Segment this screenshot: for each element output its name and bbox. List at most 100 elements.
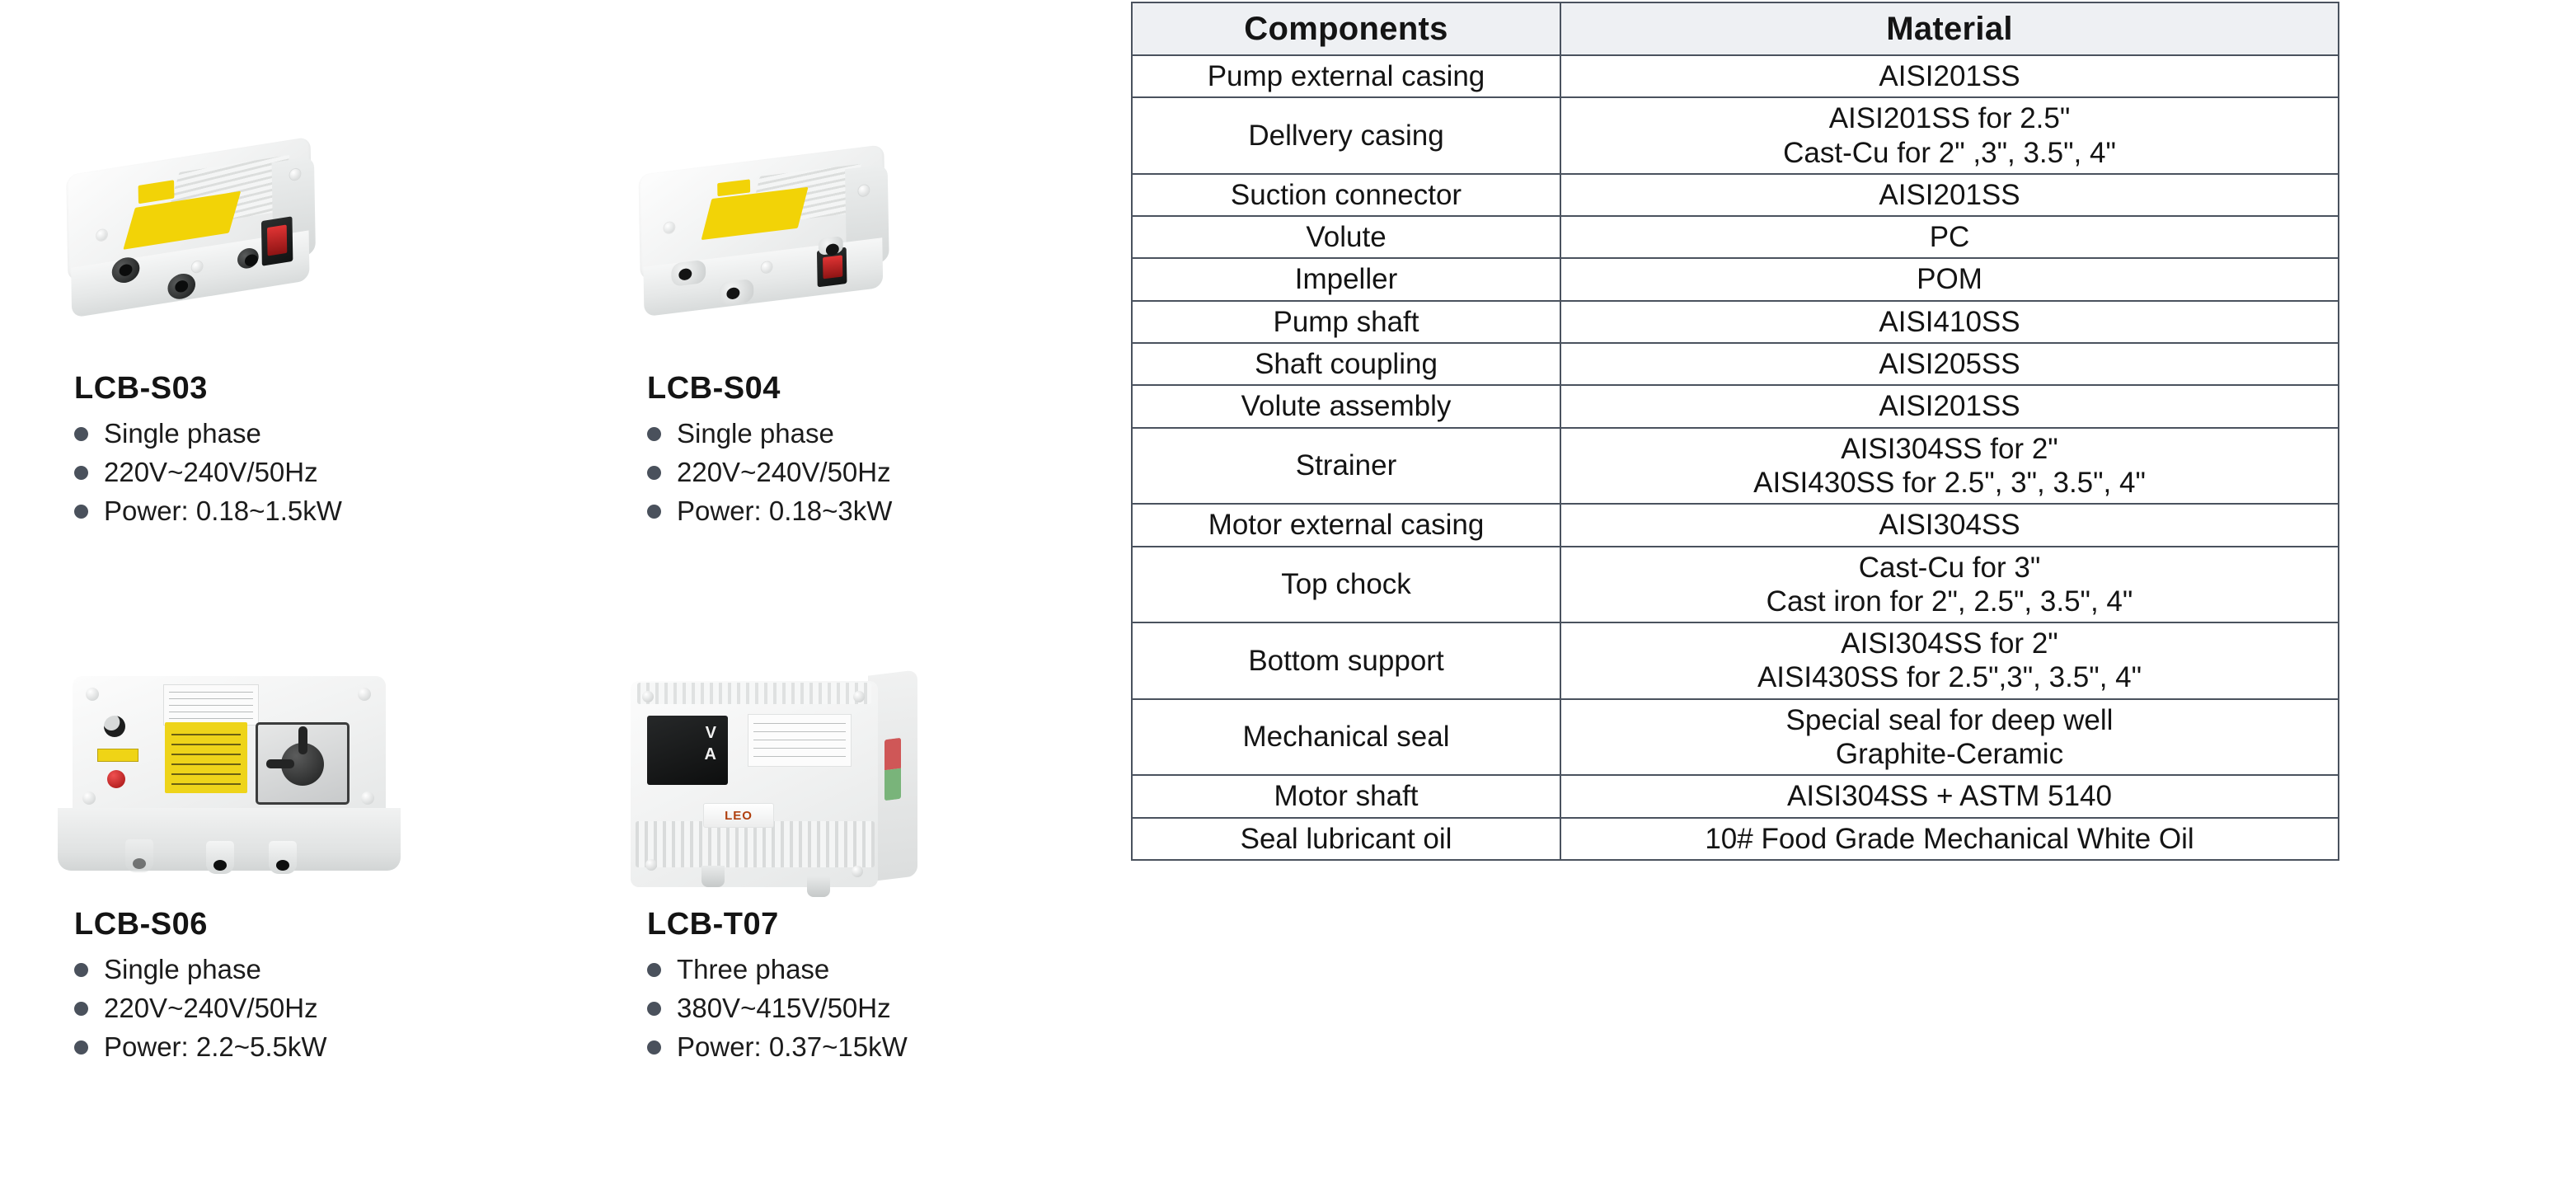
bullet-icon [74, 465, 88, 480]
cell-material: AISI304SS for 2" AISI430SS for 2.5",3", … [1560, 622, 2339, 700]
cell-component: Suction connector [1131, 172, 1561, 218]
bullet-icon [647, 465, 661, 480]
column-header-material: Material [1560, 2, 2339, 56]
spec-text: Power: 0.37~15kW [677, 1031, 908, 1062]
cell-material: AISI201SS [1560, 54, 2339, 99]
power-switch-icon [260, 216, 293, 266]
screw-icon [358, 688, 371, 701]
cell-component: Volute assembly [1131, 384, 1561, 429]
display-volt-label: V [705, 724, 716, 742]
cell-component: Mechanical seal [1131, 698, 1561, 777]
bullet-icon [647, 962, 661, 977]
product-card-lcb-s03: LCB-S03 Single phase 220V~240V/50Hz Powe… [49, 124, 585, 534]
digital-display: V A [647, 716, 728, 785]
control-box-isometric-illustration [638, 144, 889, 328]
spec-item: Power: 0.18~1.5kW [74, 496, 585, 527]
cell-material: AISI205SS [1560, 342, 2339, 387]
product-card-lcb-s04: LCB-S04 Single phase 220V~240V/50Hz Powe… [622, 124, 1158, 534]
screw-icon [86, 688, 99, 701]
start-stop-switch-icon [884, 737, 901, 801]
cell-material: AISI201SS [1560, 384, 2339, 429]
bullet-icon [647, 1001, 661, 1016]
bullet-icon [74, 962, 88, 977]
rotary-knob-icon [266, 726, 324, 786]
cell-component: Motor shaft [1131, 774, 1561, 819]
screw-icon [852, 866, 863, 877]
cable-gland-icon [125, 839, 153, 872]
spec-text: 220V~240V/50Hz [104, 457, 318, 487]
cell-material: AISI410SS [1560, 299, 2339, 345]
cell-component: Motor external casing [1131, 503, 1561, 547]
product-spec-list: Three phase 380V~415V/50Hz Power: 0.37~1… [622, 954, 1158, 1063]
screw-icon [82, 791, 96, 805]
cell-material: AISI201SS [1560, 172, 2339, 218]
cell-component: Shaft coupling [1131, 342, 1561, 387]
bullet-icon [74, 1040, 88, 1055]
product-photo-lcb-s04 [622, 124, 1117, 371]
spec-text: Single phase [104, 954, 261, 984]
cell-material: POM [1560, 257, 2339, 302]
cable-gland-icon [807, 876, 830, 897]
cell-material: AISI304SS + ASTM 5140 [1560, 774, 2339, 819]
wiring-diagram-label [165, 722, 247, 793]
cable-gland-icon [701, 866, 725, 887]
spec-item: 220V~240V/50Hz [647, 457, 1158, 488]
cell-material: AISI304SS for 2" AISI430SS for 2.5", 3",… [1560, 426, 2339, 505]
spec-item: Power: 2.2~5.5kW [74, 1031, 585, 1063]
bullet-icon [647, 504, 661, 519]
table-header-row: Components Material [1131, 2, 2339, 56]
nameplate-label [163, 684, 259, 726]
cooling-fins-top [637, 683, 871, 704]
screw-icon [853, 691, 865, 702]
nameplate-label [748, 714, 852, 767]
spec-text: 220V~240V/50Hz [677, 457, 891, 487]
table-header: Components Material [1131, 2, 2339, 56]
control-box-flat-illustration [49, 676, 412, 882]
cell-component: Impeller [1131, 257, 1561, 302]
spec-item: 380V~415V/50Hz [647, 993, 1158, 1024]
product-spec-list: Single phase 220V~240V/50Hz Power: 2.2~5… [49, 954, 585, 1063]
cell-component: Pump shaft [1131, 299, 1561, 345]
spec-text: 220V~240V/50Hz [104, 993, 318, 1023]
spec-text: Single phase [104, 418, 261, 449]
products-panel: LCB-S03 Single phase 220V~240V/50Hz Powe… [0, 0, 1131, 1179]
cooling-fins-bottom [636, 821, 875, 867]
cell-component: Top chock [1131, 545, 1561, 624]
spec-item: 220V~240V/50Hz [74, 993, 585, 1024]
reset-button-icon [104, 716, 125, 737]
caution-tag-icon [97, 749, 138, 762]
spec-text: Power: 0.18~3kW [677, 496, 893, 526]
bullet-icon [647, 1040, 661, 1055]
spec-text: Single phase [677, 418, 834, 449]
cell-component: Strainer [1131, 426, 1561, 505]
materials-table: Components Material Pump external casing… [1131, 2, 2339, 861]
spec-text: Power: 2.2~5.5kW [104, 1031, 327, 1062]
spec-item: Power: 0.18~3kW [647, 496, 1158, 527]
bullet-icon [74, 426, 88, 441]
cell-material: AISI201SS for 2.5" Cast-Cu for 2" ,3", 3… [1560, 96, 2339, 175]
column-header-components: Components [1131, 2, 1561, 56]
cable-gland-icon [269, 841, 297, 874]
cell-material: Cast-Cu for 3" Cast iron for 2", 2.5", 3… [1560, 545, 2339, 624]
cell-component: Pump external casing [1131, 54, 1561, 99]
cell-component: Bottom support [1131, 622, 1561, 700]
screw-icon [361, 791, 374, 805]
spec-text: 380V~415V/50Hz [677, 993, 891, 1023]
product-card-lcb-s06: LCB-S06 Single phase 220V~240V/50Hz Powe… [49, 660, 585, 1070]
product-title: LCB-T07 [647, 907, 779, 942]
product-photo-lcb-s03 [49, 124, 544, 371]
